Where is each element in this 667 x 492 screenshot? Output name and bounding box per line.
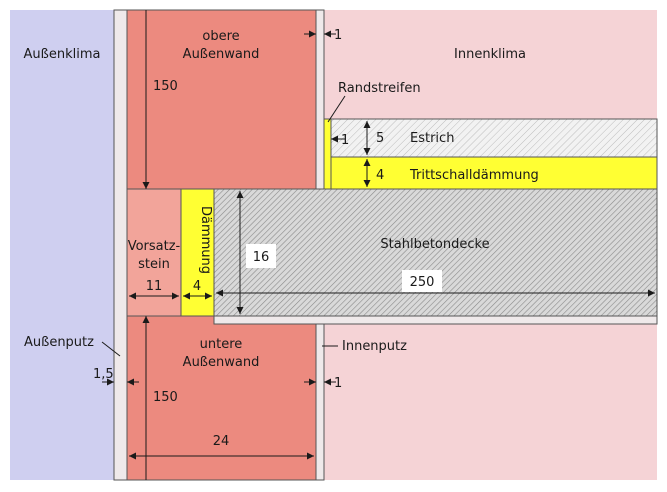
dim-bottom-plaster: 1: [334, 376, 342, 391]
label-impact-sound-insulation: Trittschalldämmung: [409, 168, 539, 183]
label-upper-wall-line1: obere: [202, 29, 239, 44]
dim-edge-strip: 1: [341, 133, 349, 148]
exterior-plaster: [113, 9, 128, 481]
label-facing-brick-line2: stein: [138, 257, 170, 272]
dim-impact-insulation: 4: [376, 168, 384, 183]
label-wall-insulation: Dämmung: [198, 206, 213, 274]
label-interior-plaster: Innenputz: [342, 339, 407, 354]
dim-wall-insulation: 4: [193, 279, 201, 294]
dim-screed: 5: [376, 131, 384, 146]
label-upper-wall-line2: Außenwand: [183, 47, 260, 62]
dim-top-plaster: 1: [334, 28, 342, 43]
dim-lower-wall-height: 150: [153, 390, 178, 405]
label-concrete-slab: Stahlbetondecke: [380, 237, 489, 252]
interior-plaster-upper: [315, 9, 325, 190]
ceiling-plaster: [213, 315, 658, 325]
screed: [330, 118, 658, 158]
dim-slab-depth: 16: [253, 250, 270, 265]
label-edge-strip: Randstreifen: [338, 81, 421, 96]
leader-edge-strip: [327, 95, 346, 123]
impact-sound-insulation: [330, 156, 658, 190]
concrete-slab: [213, 188, 658, 317]
dim-exterior-plaster: 1,5: [93, 367, 114, 382]
dim-slab-length: 250: [410, 275, 435, 290]
edge-strip: [323, 118, 332, 190]
dim-wall-total: 24: [213, 434, 230, 449]
dim-facing-brick: 11: [146, 279, 163, 294]
interior-plaster-lower: [315, 315, 325, 481]
upper-exterior-wall: [126, 9, 317, 190]
outdoor-climate-zone: [10, 10, 114, 480]
dim-slab-depth-box: [246, 244, 276, 268]
label-exterior-plaster: Außenputz: [24, 335, 94, 350]
label-screed: Estrich: [410, 131, 454, 146]
dim-slab-length-box: [402, 270, 442, 292]
label-lower-wall-line1: untere: [200, 337, 243, 352]
label-outdoor-climate: Außenklima: [24, 47, 101, 62]
dim-upper-wall-height: 150: [153, 79, 178, 94]
label-lower-wall-line2: Außenwand: [183, 355, 260, 370]
leader-exterior-plaster: [101, 341, 121, 357]
label-facing-brick-line1: Vorsatz-: [128, 239, 181, 254]
label-indoor-climate: Innenklima: [454, 47, 526, 62]
